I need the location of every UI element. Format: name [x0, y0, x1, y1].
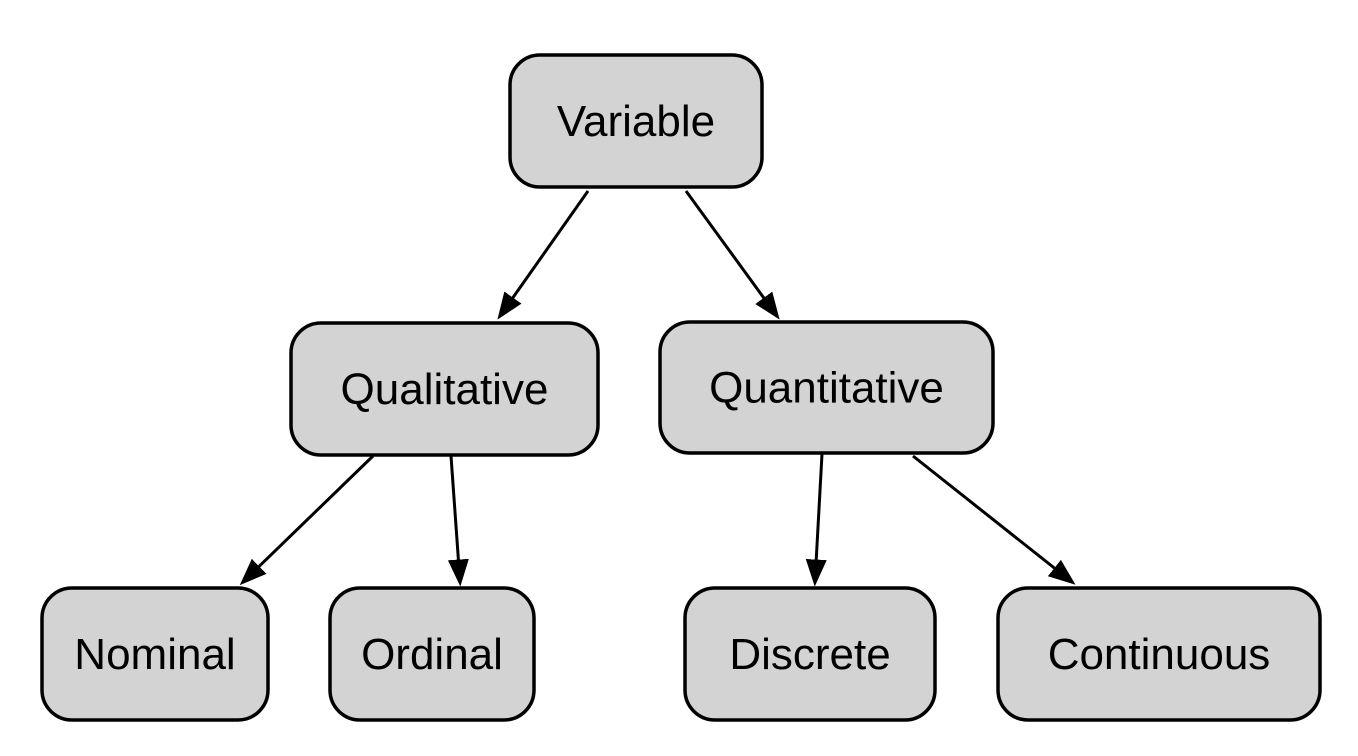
node-label-qualitative: Qualitative: [341, 365, 549, 414]
edges-layer: [239, 190, 1076, 587]
node-variable: Variable: [508, 53, 764, 189]
node-continuous: Continuous: [996, 586, 1322, 722]
node-box-discrete: [683, 586, 937, 722]
node-label-nominal: Nominal: [74, 630, 235, 679]
node-label-ordinal: Ordinal: [361, 630, 503, 679]
edge-variable-to-qualitative: [497, 190, 590, 320]
node-qualitative: Qualitative: [289, 321, 600, 457]
edge-qualitative-to-ordinal: [447, 455, 469, 587]
node-label-discrete: Discrete: [729, 630, 890, 679]
node-quantitative: Quantitative: [658, 320, 995, 455]
edge-qualitative-to-nominal: [239, 454, 375, 586]
edge-quantitative-to-continuous: [912, 454, 1076, 585]
edge-quantitative-to-discrete: [805, 453, 827, 587]
node-nominal: Nominal: [40, 586, 270, 722]
node-box-continuous: [996, 586, 1322, 722]
node-box-ordinal: [328, 586, 536, 722]
node-label-quantitative: Quantitative: [709, 364, 944, 413]
node-box-nominal: [40, 586, 270, 722]
node-box-variable: [508, 53, 764, 189]
node-ordinal: Ordinal: [328, 586, 536, 722]
node-box-quantitative: [658, 320, 995, 455]
node-label-continuous: Continuous: [1048, 630, 1271, 679]
edge-variable-to-quantitative: [684, 190, 780, 320]
node-discrete: Discrete: [683, 586, 937, 722]
node-box-qualitative: [289, 321, 600, 457]
node-label-variable: Variable: [557, 97, 715, 146]
